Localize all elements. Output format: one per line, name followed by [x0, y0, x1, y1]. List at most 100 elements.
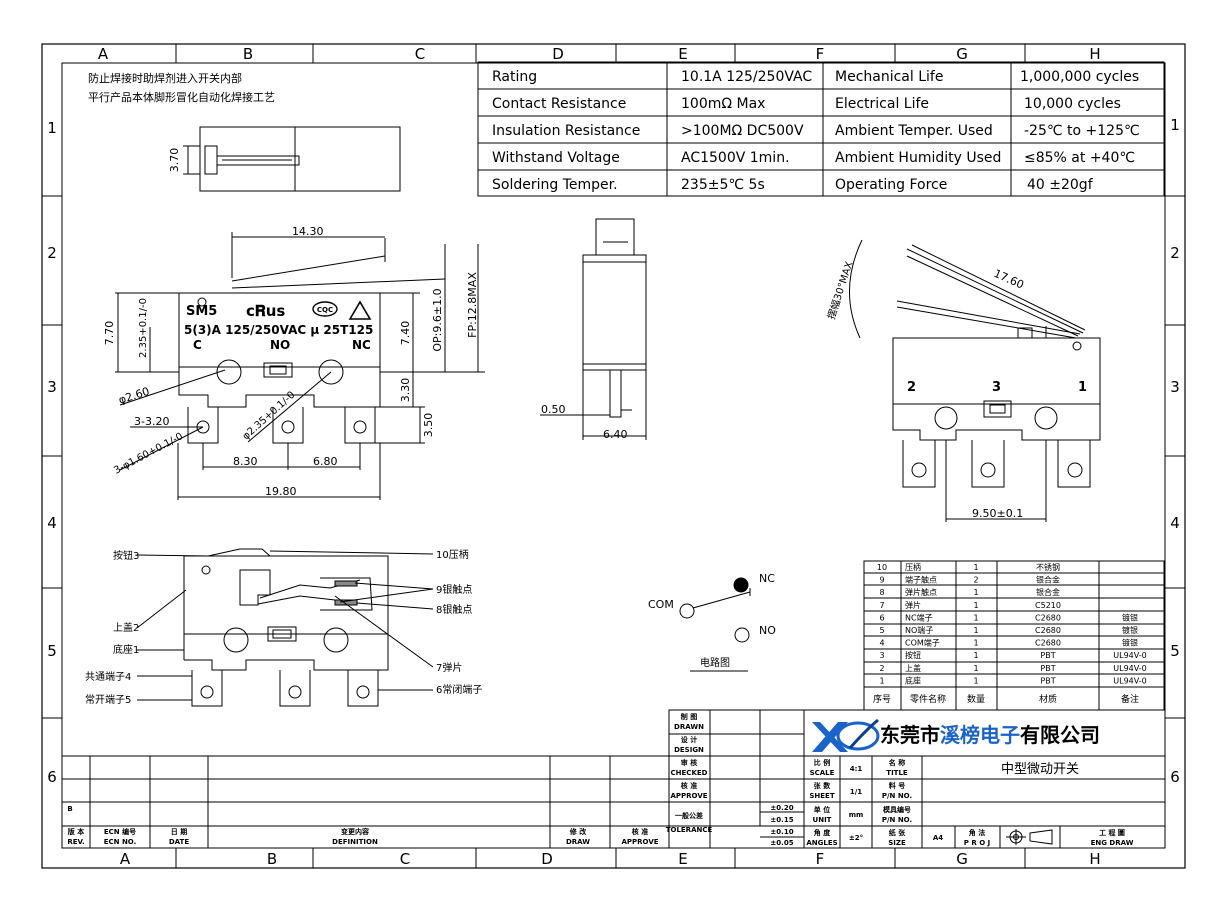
row-label-1-right: 1: [1170, 116, 1180, 134]
col-label-f: F: [816, 45, 825, 63]
pin-label-nc: NC: [352, 338, 371, 352]
tb-proj-en: P R O J: [964, 839, 990, 847]
spec-label-insulation: Insulation Resistance: [492, 123, 640, 139]
bom-cell: PBT: [1040, 651, 1055, 660]
tb-angle-en: ANGLES: [806, 839, 837, 847]
marking-ul: c𝐑us: [246, 302, 285, 320]
dim-330: 3.30: [399, 378, 412, 403]
spec-label-elec-life: Electrical Life: [835, 96, 929, 112]
rev-draw-cn: 修 改: [569, 827, 587, 836]
bom-header-no: 序号: [873, 693, 891, 705]
bom-cell: 不锈钢: [1036, 562, 1060, 572]
warning-triangle-icon: [348, 300, 372, 320]
bom-cell: 上盖: [905, 663, 921, 673]
circuit-labels: COM NC NO 电路图: [648, 572, 776, 669]
top-view-dim-height: 3.70: [168, 148, 181, 173]
dim-350: 3.50: [422, 413, 435, 438]
spec-value-elec-life: 10,000 cycles: [1024, 96, 1121, 112]
part-label-spring: 7弹片: [436, 661, 462, 674]
rev-rev-cn: 版 本: [68, 827, 84, 836]
bom-cell: 按钮: [905, 650, 921, 660]
bom-cell: 1: [973, 563, 978, 572]
row-label-5: 5: [47, 642, 57, 660]
tb-drawn-en: DRAWN: [674, 723, 704, 731]
process-notes: 防止焊接时助焊剂进入开关内部 平行产品本体脚形冒化自动化焊接工艺: [88, 71, 275, 104]
rev-b-label: B: [67, 805, 72, 813]
bom-cell: 2: [879, 664, 884, 673]
spec-value-op-force: 40 ±20gf: [1027, 177, 1094, 193]
row-label-6-right: 6: [1170, 768, 1180, 786]
tb-approve-cn: 核 准: [681, 781, 697, 790]
revision-block: B 版 本 REV. ECN 编号 ECN NO. 日 期 DATE 变更内容 …: [62, 755, 669, 848]
col-label-g-bottom: G: [956, 850, 968, 868]
spec-label-op-force: Operating Force: [835, 177, 947, 193]
bom-cell: C2680: [1035, 639, 1061, 648]
bom-cell: 1: [879, 676, 884, 685]
dim-height-770: 7.70: [103, 321, 116, 346]
dim-950: 9.50±0.1: [972, 507, 1023, 520]
bom-cell: 8: [879, 588, 884, 597]
tb-tol-4: ±0.05: [770, 839, 793, 847]
dim-fp: FP:12.8MAX: [466, 272, 479, 338]
spec-label-humidity: Ambient Humidity Used: [835, 150, 1001, 166]
tb-eng-cn: 工 程 圖: [1099, 828, 1125, 837]
row-label-1: 1: [47, 119, 57, 137]
iso-pin-3: 3: [992, 380, 1001, 395]
tb-unit-en: UNIT: [813, 816, 832, 824]
front-view-drawing: [115, 232, 485, 500]
circuit-caption: 电路图: [700, 656, 730, 669]
dim-height-235: 2.35+0.1/-0: [138, 298, 149, 358]
bom-cell: PBT: [1040, 676, 1055, 685]
bom-cell: 1: [973, 676, 978, 685]
tb-title-value: 中型微动开关: [1001, 762, 1079, 777]
spec-label-ambient-temp: Ambient Temper. Used: [835, 123, 993, 139]
side-view-drawing: [540, 218, 647, 440]
pin-label-c: C: [193, 338, 202, 352]
bom-cell: NO端子: [905, 625, 933, 635]
bom-cell: 弹片: [905, 600, 921, 610]
section-view-drawing: [136, 548, 434, 707]
bom-cell: 4: [879, 639, 884, 648]
tb-tolerance-en: TOLERANCE: [666, 826, 713, 834]
tb-sheet-cn: 张 数: [814, 781, 831, 790]
note-line-1: 防止焊接时助焊剂进入开关内部: [88, 71, 242, 85]
tb-proj-cn: 角 法: [969, 828, 985, 837]
rev-approve-en: APPROVE: [621, 838, 658, 846]
circuit-no-label: NO: [759, 624, 776, 637]
spec-label-contact-res: Contact Resistance: [492, 96, 626, 112]
tb-approve-en: APPROVE: [670, 792, 707, 800]
spec-value-contact-res: 100mΩ Max: [681, 96, 765, 112]
col-label-c: C: [415, 45, 425, 63]
col-label-h: H: [1089, 45, 1100, 63]
tb-tol-1: ±0.20: [770, 804, 793, 812]
circuit-nc-label: NC: [759, 572, 775, 585]
company-name: 东莞市溪榜电子有限公司: [880, 723, 1100, 747]
cqc-mark-text: CQC: [317, 306, 333, 314]
spec-value-rating: 10.1A 125/250VAC: [681, 69, 812, 85]
company-name-part-2: 溪榜电子: [940, 723, 1020, 747]
part-label-nc-terminal: 6常闭端子: [436, 683, 482, 696]
dim-640: 6.40: [603, 428, 628, 441]
bom-cell: 端子触点: [905, 575, 937, 585]
bom-cell: PBT: [1040, 664, 1055, 673]
tb-tol-3: ±0.10: [770, 828, 793, 836]
front-view-markings: SM5 c𝐑us CQC 5(3)A 125/250VAC μ 25T125 C…: [184, 300, 373, 352]
row-label-2: 2: [47, 244, 57, 262]
col-label-e: E: [678, 45, 687, 63]
part-label-cover: 上盖2: [113, 621, 139, 634]
part-label-button: 按钮3: [113, 549, 139, 562]
row-label-4-right: 4: [1170, 514, 1180, 532]
rev-ecn-en: ECN NO.: [104, 838, 137, 846]
tb-angle-val: ±2°: [849, 834, 863, 842]
tb-pn-cn: 料 号: [889, 781, 905, 790]
bom-cell: 1: [973, 639, 978, 648]
bom-cell: 3: [879, 651, 884, 660]
bom-cell: 1: [973, 601, 978, 610]
bom-cell: COM端子: [905, 638, 940, 648]
tb-tol-2: ±0.15: [770, 816, 793, 824]
tb-title-cn: 名 称: [889, 758, 905, 767]
rev-ecn-cn: ECN 编号: [104, 827, 136, 836]
tb-design-cn: 设 计: [681, 735, 697, 744]
row-label-4: 4: [47, 514, 57, 532]
